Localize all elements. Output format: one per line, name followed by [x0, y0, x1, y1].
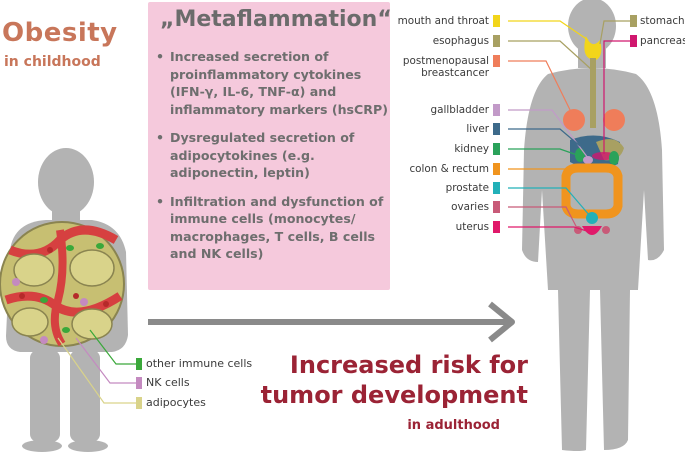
legend-swatch-nk-cells — [136, 377, 142, 389]
progression-arrow — [148, 301, 515, 343]
organ-label-ovaries: ovaries — [451, 201, 489, 213]
legend-label-adipocytes: adipocytes — [146, 396, 206, 409]
risk-title-line2: tumor development — [260, 381, 528, 409]
metaflammation-box: „Metaflammation“ Increased secretion of … — [148, 2, 392, 290]
metaflammation-title: „Metaflammation“ — [160, 7, 392, 32]
organ-label-breastcancer: postmenopausal breastcancer — [402, 55, 489, 79]
organ-swatches — [493, 15, 637, 233]
metaflammation-item: Infiltration and dysfunction of immune c… — [156, 193, 388, 263]
organ-label-mouth-throat: mouth and throat — [397, 15, 489, 27]
legend-swatch-adipocytes — [136, 397, 142, 409]
organ-connectors — [508, 20, 630, 233]
metaflammation-item: Increased secretion of proinflammatory c… — [156, 48, 388, 118]
adipose-tissue-circle — [0, 221, 125, 347]
organ-label-pancreas: pancreas — [640, 35, 685, 47]
legend-label-other-immune-cells: other immune cells — [146, 357, 253, 370]
childhood-subtitle: in childhood — [4, 54, 101, 70]
obesity-title: Obesity — [2, 18, 118, 48]
legend-swatch-other-immune-cells — [136, 358, 142, 370]
organ-label-prostate: prostate — [445, 182, 489, 194]
organ-label-liver: liver — [466, 123, 489, 135]
organs — [561, 36, 625, 235]
legend-label-nk-cells: NK cells — [146, 376, 190, 389]
metaflammation-list: Increased secretion of proinflammatory c… — [156, 48, 388, 274]
adulthood-subtitle: in adulthood — [407, 418, 500, 433]
organ-label-uterus: uterus — [455, 221, 489, 233]
metaflammation-item: Dysregulated secretion of adipocytokines… — [156, 129, 388, 182]
organ-label-colon-rectum: colon & rectum — [409, 163, 489, 175]
organ-label-esophagus: esophagus — [432, 35, 489, 47]
organ-label-gallbladder: gallbladder — [430, 104, 489, 116]
organ-label-stomach: stomach — [640, 15, 685, 27]
risk-title: Increased risk for tumor development — [226, 350, 528, 410]
legend-connectors — [57, 329, 136, 404]
risk-title-line1: Increased risk for — [289, 351, 528, 379]
organ-label-kidney: kidney — [454, 143, 489, 155]
